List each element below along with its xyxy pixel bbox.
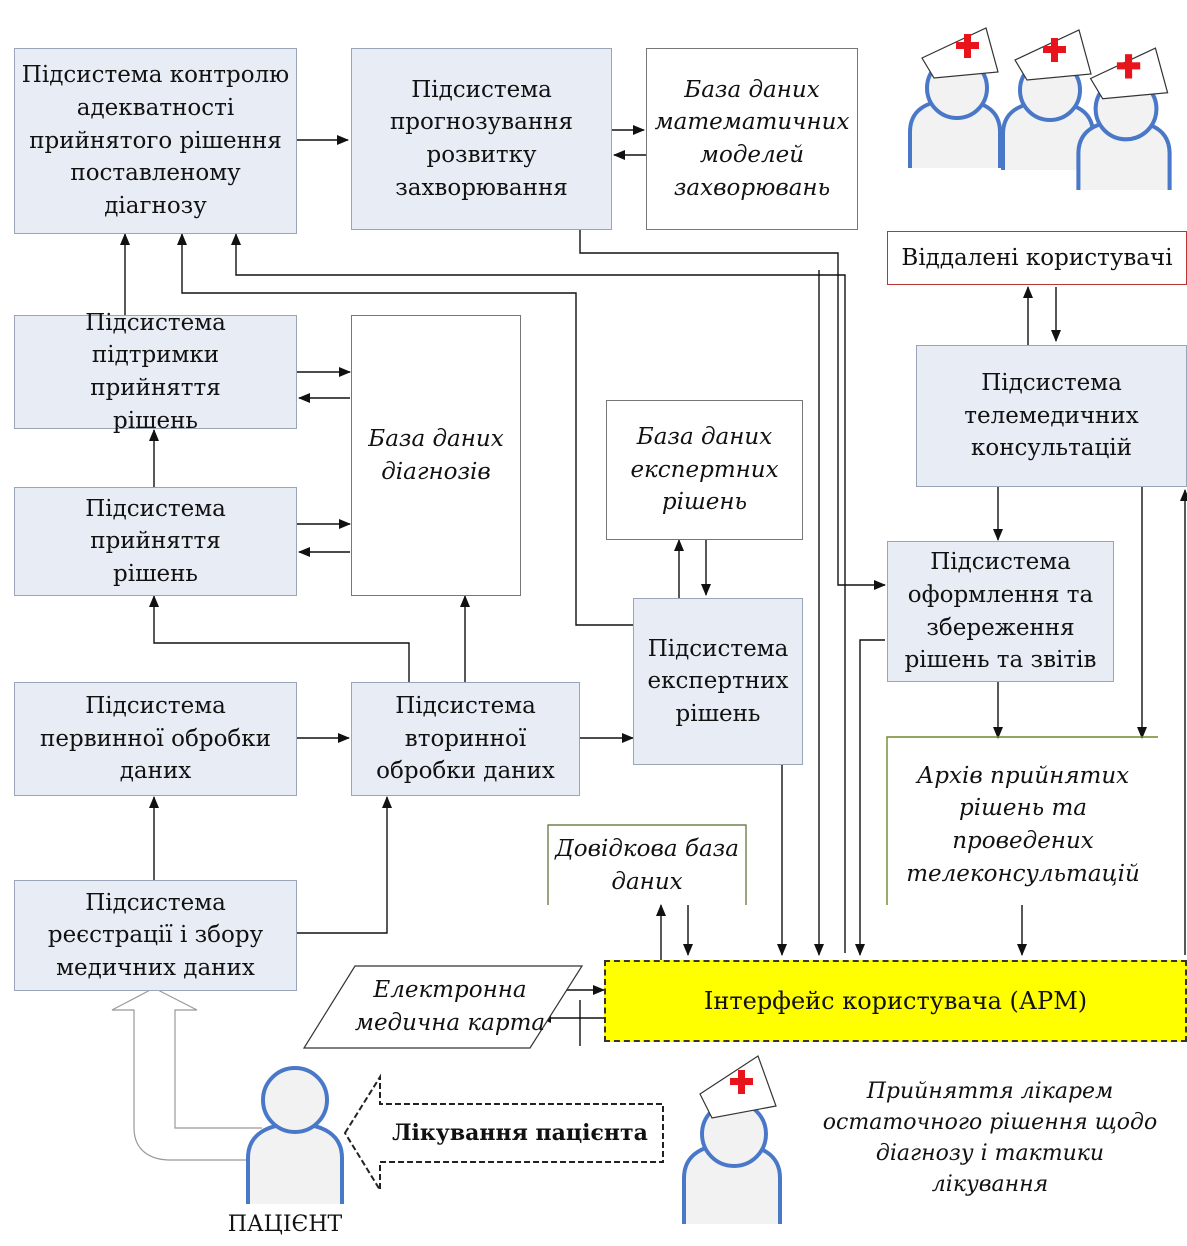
archive-database: Архів прийнятих рішень та проведених тел…: [898, 750, 1148, 900]
primary-processing-subsystem-box: Підсистема первинної обробки даних: [14, 682, 297, 796]
registration-subsystem-label: Підсистема реєстрації і збору медичних д…: [47, 889, 264, 981]
telemedicine-subsystem-box: Підсистема телемедичних консультацій: [916, 345, 1187, 487]
electronic-medical-record-label: Електронна медична карта: [354, 977, 546, 1036]
reports-subsystem-label: Підсистема оформлення та збереження ріше…: [904, 549, 1097, 674]
remote-users-box: Віддалені користувачі: [887, 231, 1187, 285]
decision-support-subsystem-label: Підсистема підтримки прийняття рішень: [85, 309, 226, 434]
diagnoses-database-label: База даних діагнозів: [368, 425, 504, 485]
doctor-icon: [908, 27, 1002, 168]
decision-subsystem-label: Підсистема прийняття рішень: [85, 495, 226, 587]
telemedicine-subsystem-label: Підсистема телемедичних консультацій: [964, 370, 1139, 462]
final-decision-label: Прийняття лікарем остаточного рішення що…: [822, 1078, 1158, 1198]
secondary-processing-subsystem-label: Підсистема вторинної обробки даних: [376, 693, 555, 785]
patient-label: ПАЦІЄНТ: [227, 1212, 343, 1238]
treatment-label-box: Лікування пацієнта: [378, 1110, 662, 1158]
treatment-label: Лікування пацієнта: [392, 1120, 648, 1147]
forecast-subsystem-box: Підсистема прогнозування розвитку захвор…: [351, 48, 612, 230]
math-models-database-label: База даних математичних моделей захворюв…: [654, 76, 850, 201]
primary-processing-subsystem-label: Підсистема первинної обробки даних: [40, 693, 271, 785]
secondary-processing-subsystem-box: Підсистема вторинної обробки даних: [351, 682, 580, 796]
final-decision-note: Прийняття лікарем остаточного рішення що…: [820, 1068, 1160, 1208]
expert-decisions-database: База даних експертних рішень: [606, 400, 803, 540]
expert-subsystem-label: Підсистема експертних рішень: [647, 635, 789, 727]
registration-subsystem-box: Підсистема реєстрації і збору медичних д…: [14, 880, 297, 991]
doctor-icon: [1076, 47, 1172, 190]
reports-subsystem-box: Підсистема оформлення та збереження ріше…: [887, 541, 1114, 682]
control-subsystem-box: Підсистема контролю адекватності прийнят…: [14, 48, 297, 234]
decision-subsystem-box: Підсистема прийняття рішень: [14, 487, 297, 596]
reference-database-label: Довідкова база даних: [555, 836, 739, 895]
expert-subsystem-box: Підсистема експертних рішень: [633, 598, 803, 765]
doctor-icon: [1001, 29, 1095, 170]
remote-users-label: Віддалені користувачі: [901, 244, 1173, 271]
treatment-arrow-icon: [343, 1073, 664, 1194]
user-interface-label: Інтерфейс користувача (АРМ): [703, 987, 1088, 1015]
control-subsystem-label: Підсистема контролю адекватності прийнят…: [21, 62, 290, 219]
user-interface-box: Інтерфейс користувача (АРМ): [604, 960, 1187, 1042]
patient-icon: [246, 1066, 344, 1204]
patient-flow-arrow: [111, 987, 262, 1161]
archive-database-label: Архів прийнятих рішень та проведених тел…: [906, 762, 1140, 887]
forecast-subsystem-label: Підсистема прогнозування розвитку захвор…: [389, 76, 574, 201]
expert-decisions-database-label: База даних експертних рішень: [630, 424, 779, 516]
doctor-icon: [682, 1055, 782, 1224]
reference-database: Довідкова база даних: [552, 830, 742, 902]
electronic-medical-record: Електронна медична карта: [350, 968, 550, 1046]
diagnoses-database: База даних діагнозів: [351, 315, 521, 596]
math-models-database: База даних математичних моделей захворюв…: [646, 48, 858, 230]
patient-caption: ПАЦІЄНТ: [210, 1208, 360, 1242]
decision-support-subsystem-box: Підсистема підтримки прийняття рішень: [14, 310, 297, 434]
